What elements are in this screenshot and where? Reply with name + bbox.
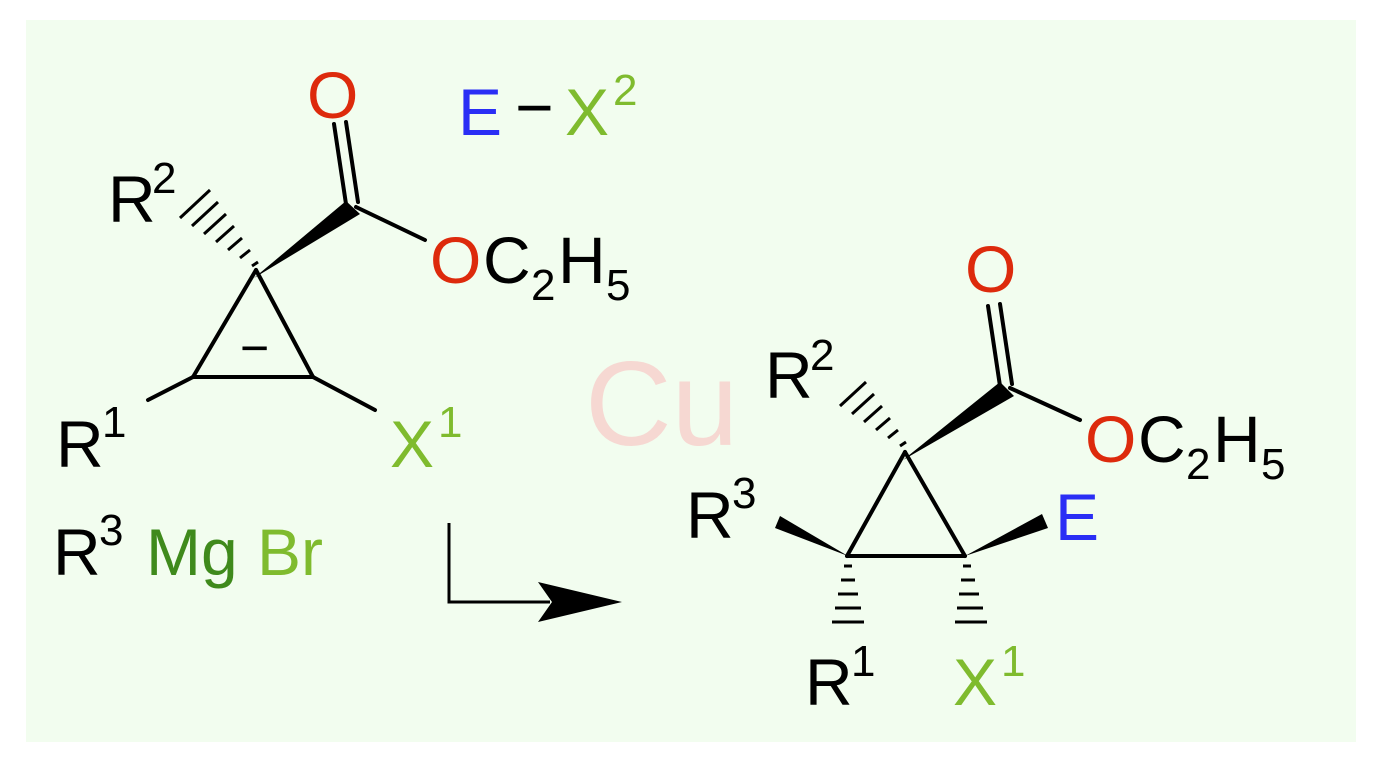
reactant-carbonyl-o: O [307,58,358,132]
reactant-r2: R [108,162,156,236]
reactant-x1-sup: 1 [438,398,462,447]
reactant-ester-h-sub: 5 [606,261,630,310]
grignard-r3-sup: 3 [99,506,123,555]
electrophile-e: E [458,75,502,149]
product-x1: X [953,645,997,719]
product-wedge-e [965,514,1048,556]
electrophile-dash: − [515,70,554,144]
reactant-ester-o: O [430,223,481,297]
reaction-arrow [447,523,622,622]
grignard-br: Br [257,515,323,589]
product-ester-h: H [1213,402,1261,476]
product-hash-x1 [955,564,987,624]
reactant-cyclopropene [146,120,427,412]
ring-bond-left [191,268,258,379]
wedge-bond-ester [254,201,360,278]
product-e: E [1055,480,1099,554]
carbonyl-bond-2 [344,120,360,204]
product-ester-c-sub: 2 [1186,440,1210,489]
product-bond-to-ester-o [1008,386,1082,422]
product-ester-h-sub: 5 [1261,440,1285,489]
reactant-r1-sup: 1 [102,398,126,447]
product-ester-c: C [1138,402,1186,476]
anion-charge: − [240,320,269,376]
product-carbonyl-bond-2 [998,302,1014,386]
product-r1: R [805,645,853,719]
grignard-mg: Mg [146,515,238,589]
background-panel [26,20,1356,742]
reactant-x1: X [390,407,434,481]
product-r2-sup: 2 [810,331,834,380]
product-ring-bond-left [845,450,907,558]
product-x1-sup: 1 [1001,637,1025,686]
hash-bond-r2 [178,188,259,268]
electrophile-x2: X [565,75,609,149]
product-wedge-r3 [775,516,848,556]
reactant-r2-sup: 2 [152,154,176,203]
bond-to-ester-o [354,205,427,242]
electrophile-x2-sup: 2 [613,66,637,115]
product-r1-sup: 1 [851,637,875,686]
ring-bond-right [254,268,315,379]
product-carbonyl-o: O [965,232,1016,306]
grignard-r3: R [53,515,101,589]
reactant-ester-c: C [483,223,531,297]
reactant-ester-c-sub: 2 [531,261,555,310]
product-r3-sup: 3 [732,469,756,518]
product-r3: R [686,478,734,552]
product-wedge-ester [903,382,1014,460]
product-r2: R [765,338,813,412]
product-ester-o: O [1085,402,1136,476]
product-ring-bond-right [903,450,967,558]
reactant-r1: R [56,407,104,481]
reactant-ester-h: H [558,223,606,297]
product-hash-r2 [838,380,907,448]
catalyst-label: Cu [585,337,738,471]
bond-to-x1 [311,375,377,412]
product-carbonyl-bond-1 [986,304,1002,388]
bond-to-r1 [146,375,195,402]
product-cyclopropane [845,302,1082,558]
product-hash-r1 [832,564,864,624]
carbonyl-bond-1 [332,122,348,206]
